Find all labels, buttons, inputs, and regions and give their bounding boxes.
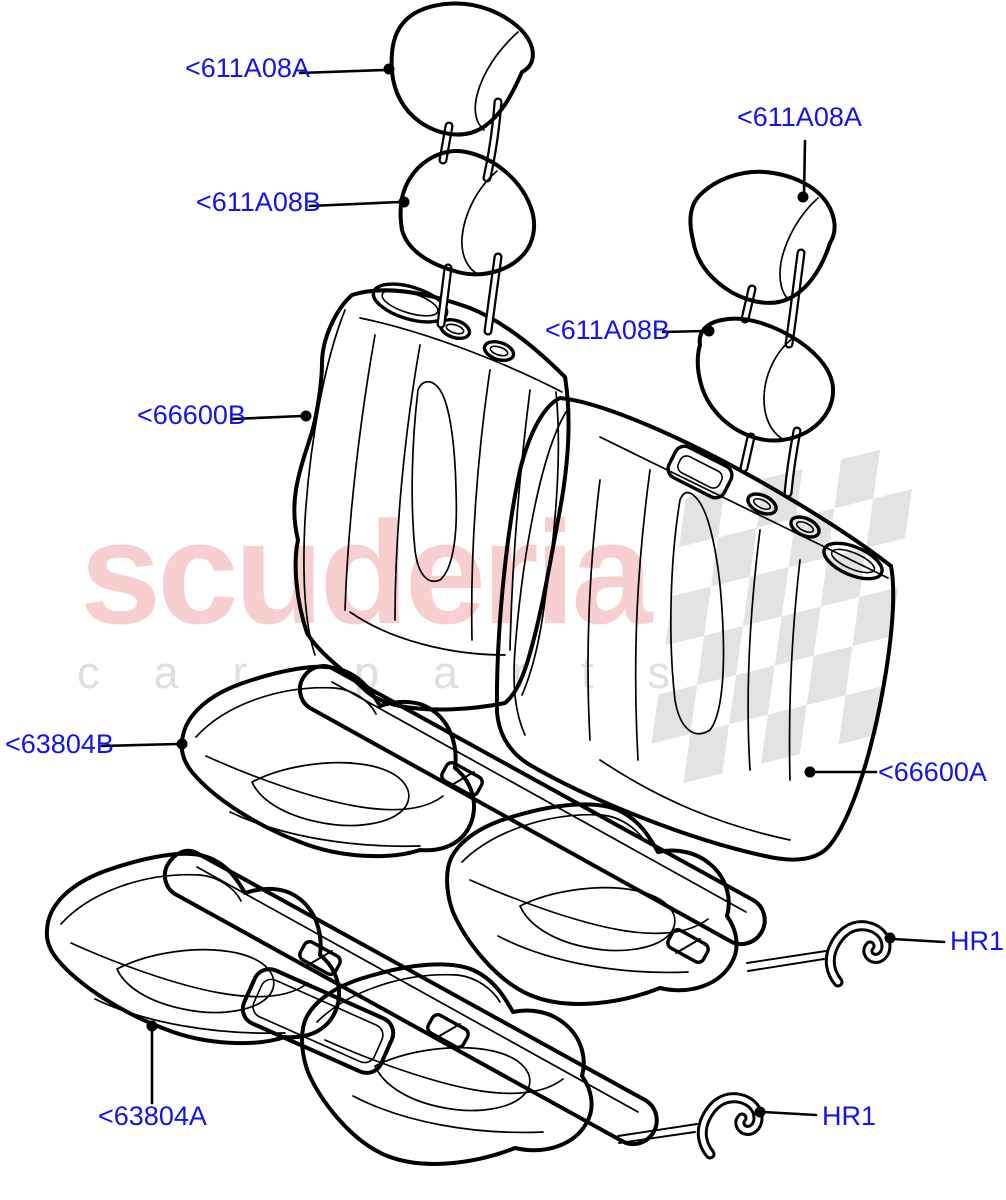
seat-cushion-cover-lower bbox=[44, 848, 659, 1166]
seat-back-cover-right bbox=[494, 396, 896, 862]
headrest-retainer-clip-lower bbox=[617, 1092, 764, 1160]
seat-back-cover-left bbox=[292, 282, 571, 712]
part-label-headrest-outer-left: <611A08A bbox=[185, 53, 310, 83]
part-label-seat-cushion-lower: <63804A bbox=[98, 1101, 207, 1131]
watermark-tagline-text: car parts bbox=[77, 647, 725, 698]
cushion-slot-upper-2 bbox=[666, 928, 710, 964]
cushion-hatch-opening bbox=[240, 967, 396, 1075]
headrest-inner-right bbox=[695, 316, 836, 498]
armrest-and-guide-holes-right bbox=[666, 444, 884, 581]
seat-cushion-cover-upper bbox=[179, 664, 767, 1006]
part-label-headrest-outer-right: <611A08A bbox=[737, 102, 862, 132]
part-label-headrest-inner-right: <611A08B bbox=[545, 315, 670, 345]
part-label-seat-cushion-upper: <63804B bbox=[5, 729, 114, 759]
headrest-outer-right bbox=[688, 169, 837, 349]
cushion-slot-upper-1 bbox=[440, 761, 484, 797]
headrest-retainer-clip-upper bbox=[746, 920, 892, 988]
cushion-slot-lower-2 bbox=[426, 1013, 470, 1049]
leader-lines bbox=[100, 63, 946, 1118]
part-label-seat-back-right: <66600A bbox=[878, 757, 987, 787]
part-label-retainer-lower: HR1 bbox=[822, 1101, 877, 1131]
watermark-checkered-flag bbox=[651, 449, 912, 784]
part-label-retainer-upper: HR1 bbox=[950, 926, 1005, 956]
cushion-slot-lower-1 bbox=[298, 940, 342, 976]
part-label-headrest-inner-left: <611A08B bbox=[196, 187, 321, 217]
part-label-seat-back-left: <66600B bbox=[137, 400, 246, 430]
headrest-inner-left bbox=[398, 149, 537, 336]
